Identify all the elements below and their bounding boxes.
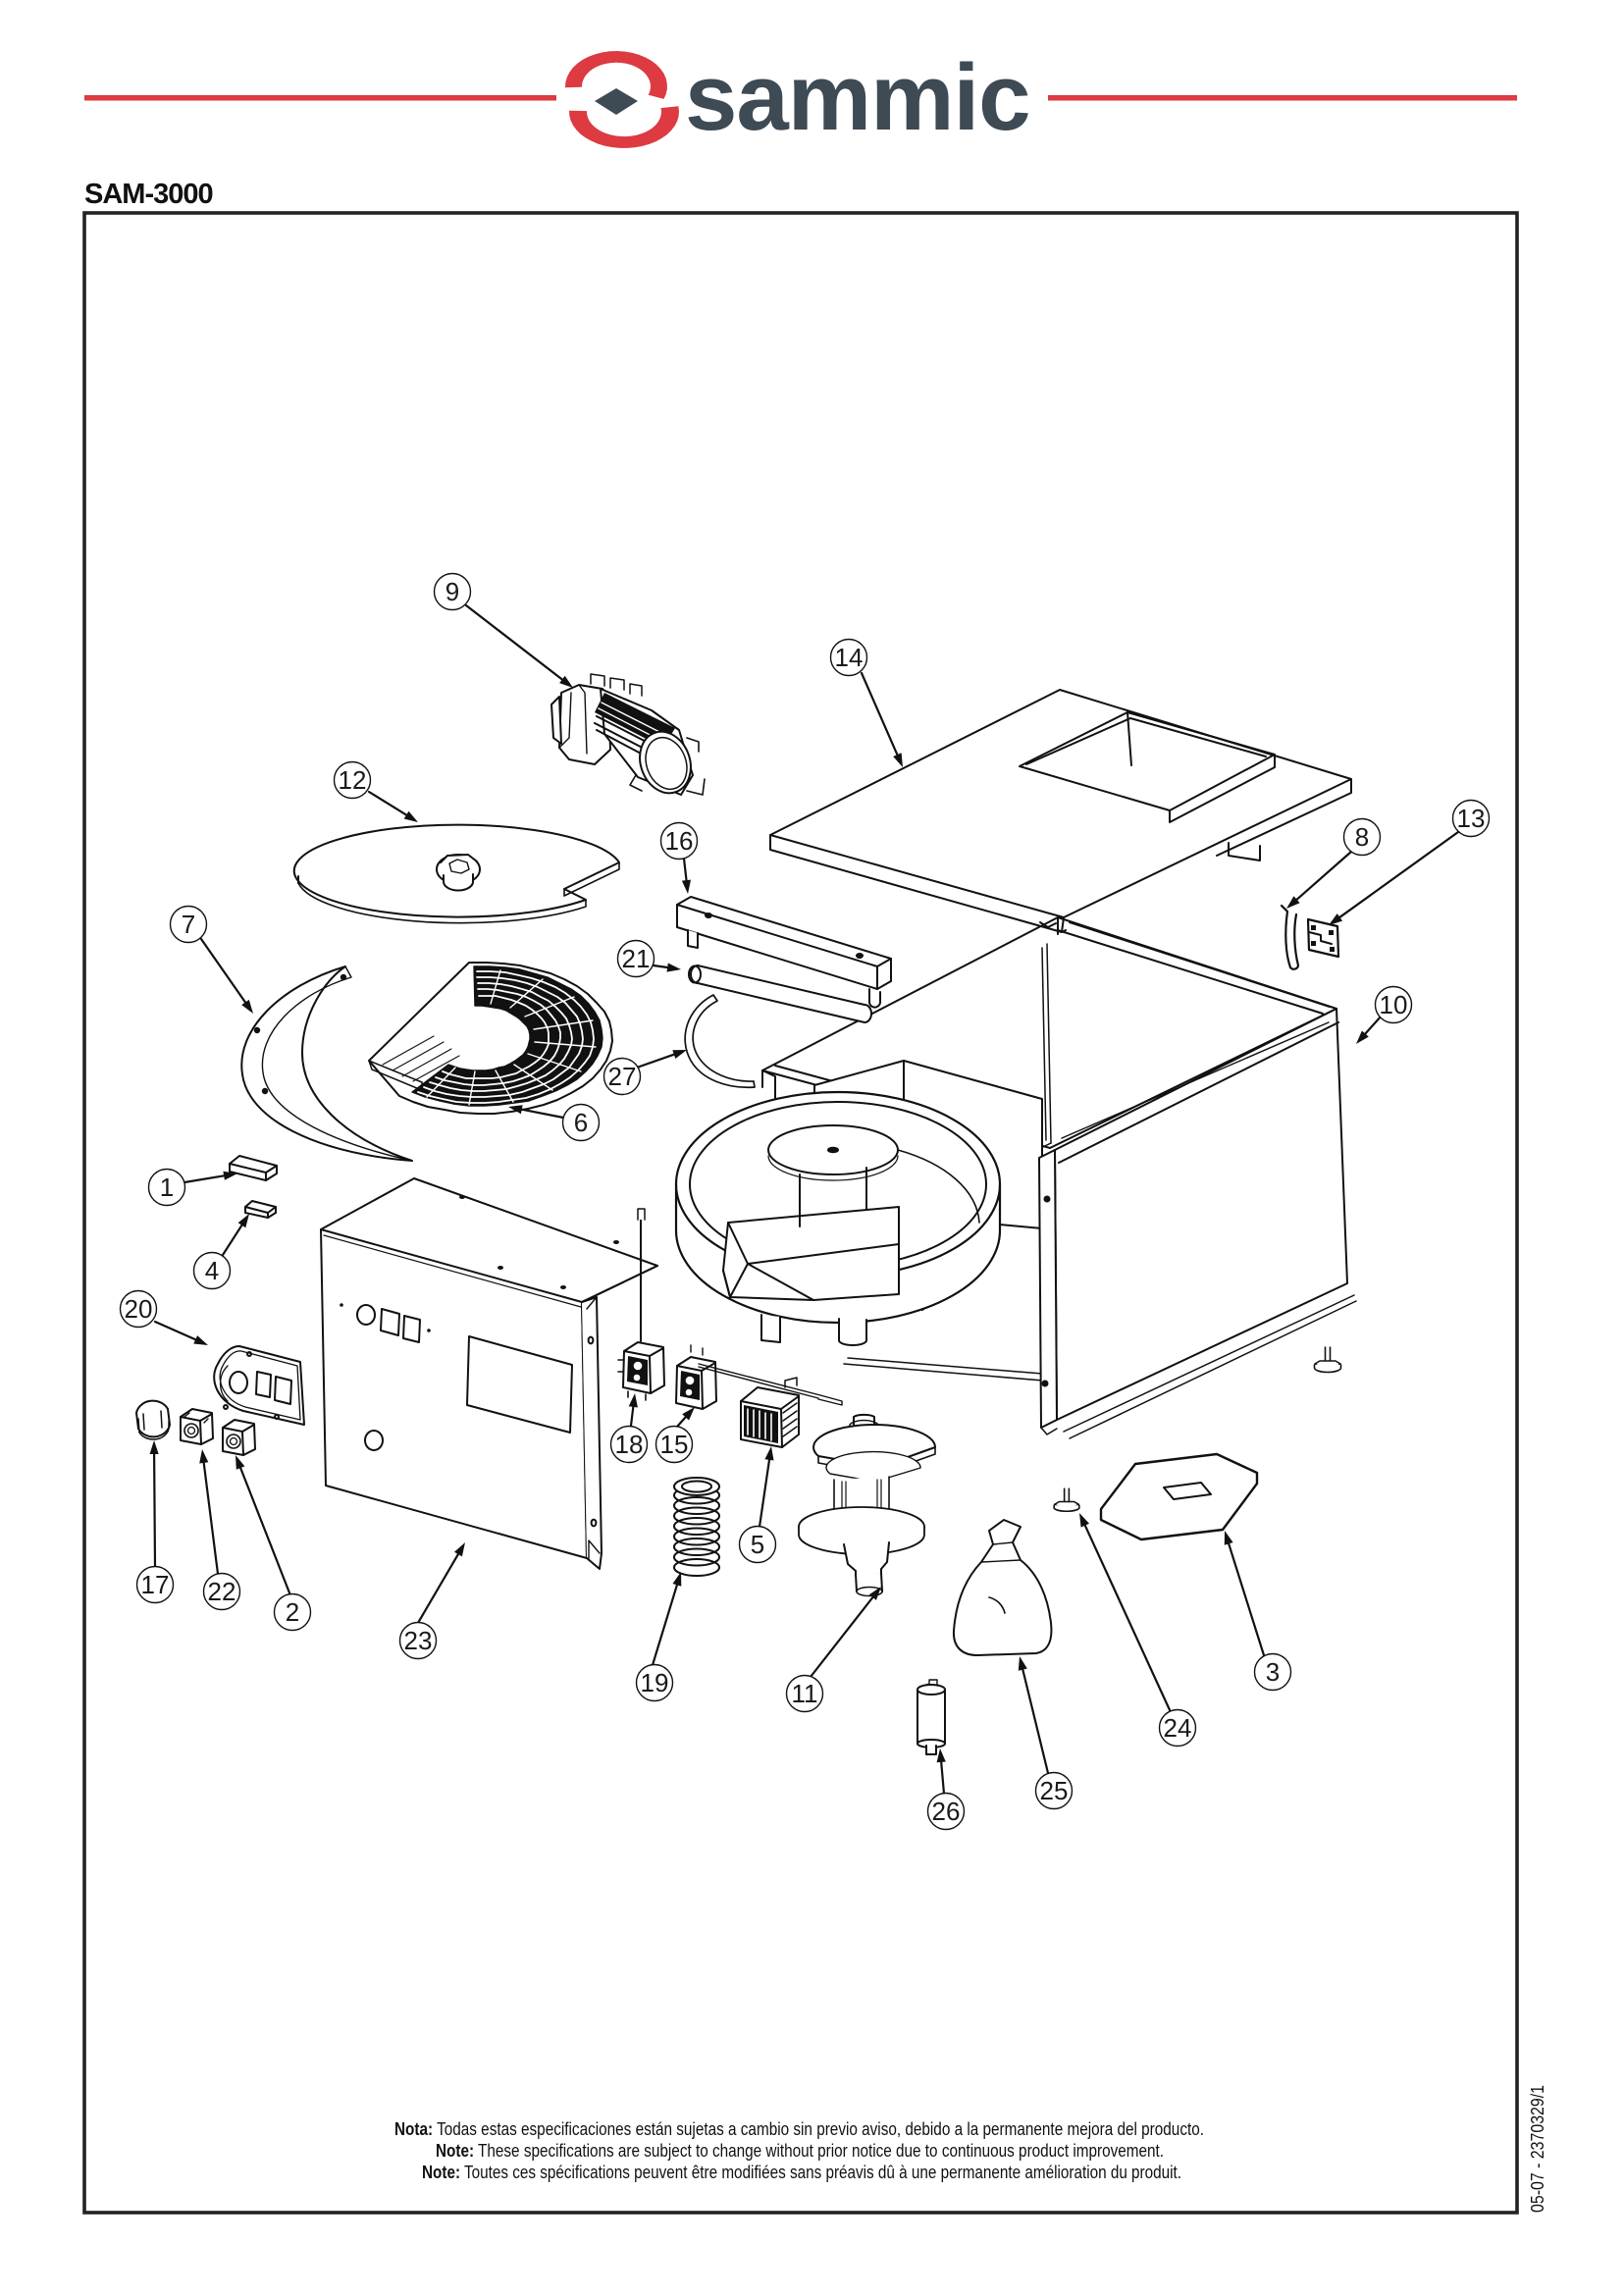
svg-text:sammic: sammic: [685, 45, 1030, 150]
svg-text:15: 15: [660, 1430, 689, 1459]
svg-text:18: 18: [615, 1430, 644, 1459]
svg-text:7: 7: [182, 910, 195, 939]
svg-text:Note: Toutes ces spécification: Note: Toutes ces spécifications peuvent …: [422, 2163, 1181, 2182]
svg-text:1: 1: [160, 1173, 174, 1202]
svg-text:13: 13: [1457, 804, 1486, 833]
svg-text:16: 16: [665, 826, 694, 856]
svg-text:25: 25: [1040, 1776, 1069, 1805]
svg-text:19: 19: [641, 1668, 669, 1697]
svg-text:12: 12: [339, 765, 367, 795]
svg-text:26: 26: [932, 1797, 961, 1826]
svg-text:10: 10: [1380, 990, 1408, 1019]
svg-text:17: 17: [141, 1570, 170, 1599]
svg-text:SAM-3000: SAM-3000: [84, 179, 213, 210]
svg-text:11: 11: [792, 1679, 818, 1708]
svg-text:Note: These specifications are: Note: These specifications are subject t…: [436, 2141, 1164, 2161]
svg-text:5: 5: [751, 1530, 764, 1559]
svg-text:3: 3: [1266, 1657, 1280, 1687]
svg-text:20: 20: [125, 1294, 153, 1324]
svg-text:05-07 - 2370329/1: 05-07 - 2370329/1: [1527, 2085, 1547, 2213]
svg-text:2: 2: [286, 1597, 299, 1627]
svg-text:Nota: Todas estas especificaci: Nota: Todas estas especificaciones están…: [394, 2119, 1204, 2139]
svg-text:9: 9: [445, 577, 459, 606]
svg-text:27: 27: [608, 1062, 637, 1091]
svg-text:6: 6: [574, 1108, 588, 1137]
svg-text:14: 14: [835, 643, 864, 672]
svg-text:4: 4: [205, 1256, 219, 1285]
svg-text:24: 24: [1164, 1713, 1192, 1743]
svg-text:23: 23: [404, 1626, 433, 1655]
svg-text:8: 8: [1355, 822, 1369, 852]
svg-text:21: 21: [622, 944, 651, 973]
svg-text:22: 22: [208, 1577, 236, 1606]
